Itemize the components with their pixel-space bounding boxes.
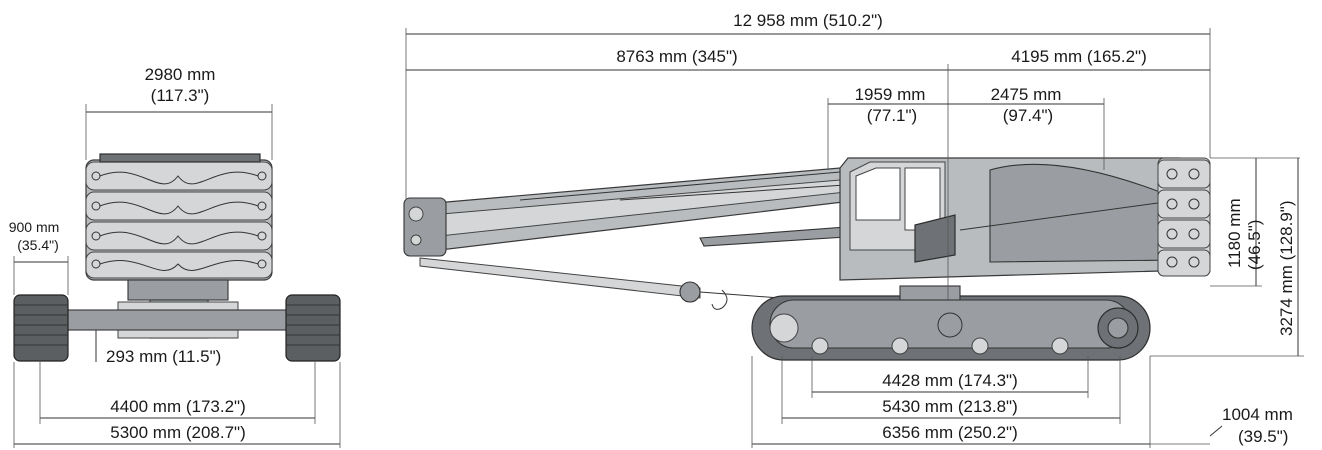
- cab-offset-inch-label: (77.1"): [867, 106, 917, 125]
- side-luffing-strut: [419, 225, 863, 310]
- front-axle-beam: [65, 309, 289, 331]
- side-crawler-track: [751, 285, 1151, 361]
- ground-clearance-label: 293 mm (11.5"): [106, 347, 221, 366]
- side-counterweight: [1157, 157, 1211, 277]
- counterweight-offset-inch-label: (97.4"): [1003, 106, 1053, 125]
- track-width-label: 900 mm: [9, 219, 60, 235]
- cab-offset-label: 1959 mm: [855, 85, 926, 104]
- tumbler-distance-label: 4428 mm (174.3"): [882, 371, 1018, 390]
- track-contact-label: 5430 mm (213.8"): [882, 397, 1018, 416]
- overall-length-label: 12 958 mm (510.2"): [733, 11, 883, 30]
- boom-length-label: 8763 mm (345"): [616, 47, 737, 66]
- rear-length-label: 4195 mm (165.2"): [1011, 47, 1147, 66]
- side-boom: [403, 167, 862, 257]
- side-view: 12 958 mm (510.2") 8763 mm (345") 4195 m…: [403, 11, 1304, 448]
- track-height-inch-label: (39.5"): [1238, 427, 1288, 446]
- track-height-label: 1004 mm: [1222, 405, 1293, 424]
- counterweight-height-inch-label: (46.5"): [1245, 220, 1264, 270]
- counterweight-height-label: 1180 mm: [1225, 198, 1244, 268]
- track-length-label: 6356 mm (250.2"): [882, 423, 1018, 442]
- front-width-inch-label: (117.3"): [151, 86, 210, 105]
- track-center-label: 4400 mm (173.2"): [110, 397, 246, 416]
- front-counterweight-stack: [85, 153, 273, 281]
- front-track-treads: [14, 304, 340, 346]
- counterweight-offset-label: 2475 mm: [991, 85, 1062, 104]
- side-superstructure: [839, 157, 1196, 281]
- track-width-inch-label: (35.4"): [17, 237, 59, 253]
- overall-height-label: 3274 mm (128.9"): [1277, 201, 1296, 337]
- front-view: 2980 mm (117.3") 900 mm (35.4") 293 mm (…: [9, 65, 341, 448]
- front-width-label: 2980 mm: [145, 65, 216, 84]
- overall-width-label: 5300 mm (208.7"): [110, 423, 246, 442]
